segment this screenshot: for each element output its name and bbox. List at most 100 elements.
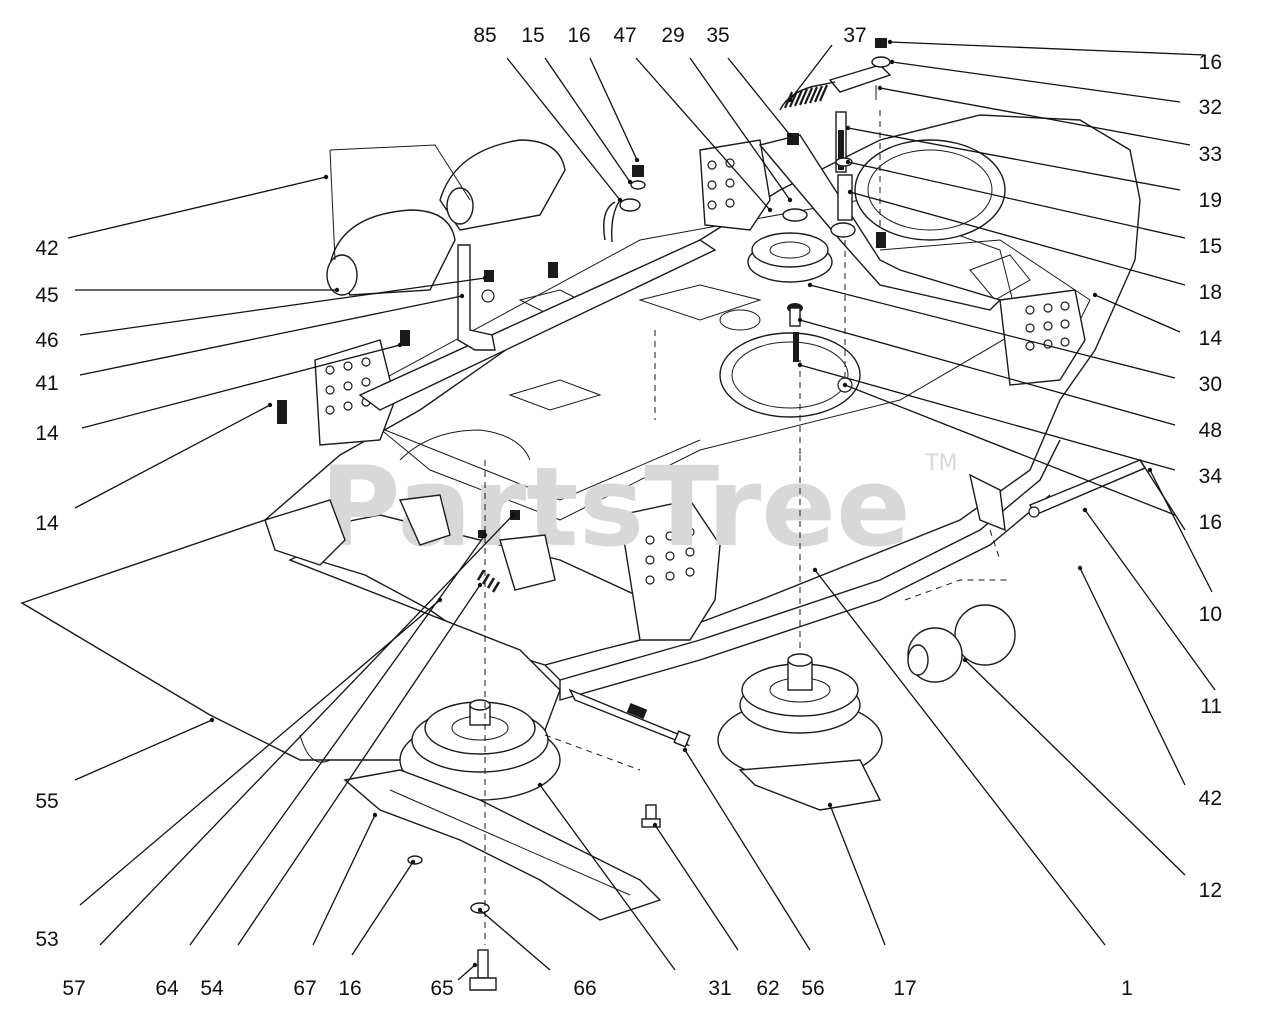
callout-leader-line (879, 87, 1191, 146)
part-number-label[interactable]: 16 (567, 24, 590, 47)
part-number-label[interactable]: 18 (1199, 281, 1222, 304)
part-number-label[interactable]: 53 (35, 928, 58, 951)
part-number-label[interactable]: 34 (1199, 465, 1223, 488)
part-number-label[interactable]: 32 (1199, 96, 1222, 119)
callout-leader-line (964, 659, 1186, 876)
callout-leader-tip (209, 717, 215, 723)
part-number-label[interactable]: 64 (155, 977, 179, 1000)
callout-leader-tip (459, 293, 465, 299)
callout-leader-line (1094, 294, 1181, 333)
callout-leader-tip (1092, 292, 1098, 298)
callout-leader-tip (634, 157, 640, 163)
part-number-label[interactable]: 42 (35, 237, 58, 260)
part-number-label[interactable]: 85 (473, 24, 496, 47)
callout-leader-line (889, 41, 1206, 56)
callout-leader-line (635, 57, 771, 211)
callout-leader-tip (877, 85, 883, 91)
callout-leader-line (589, 57, 638, 161)
callout-leader-line (79, 277, 486, 336)
callout-leader-line (809, 284, 1176, 379)
watermark-trademark: TM (924, 451, 957, 476)
part-number-label[interactable]: 41 (35, 372, 58, 395)
callout-leader-tip (510, 512, 516, 518)
callout-leader-tip (1147, 467, 1153, 473)
part-number-label[interactable]: 65 (430, 977, 453, 1000)
part-number-label[interactable]: 19 (1199, 189, 1222, 212)
part-number-label[interactable]: 14 (35, 422, 59, 445)
part-number-label[interactable]: 17 (893, 977, 916, 1000)
part-number-label[interactable]: 46 (35, 329, 58, 352)
callout-leader-line (727, 57, 791, 136)
callout-leader-tip (472, 962, 478, 968)
part-number-label[interactable]: 14 (1199, 327, 1223, 350)
part-number-label[interactable]: 47 (613, 24, 636, 47)
callout-leader-tip (537, 782, 543, 788)
part-number-label[interactable]: 16 (338, 977, 361, 1000)
spindle-pulley-left (399, 699, 561, 801)
callout-leader-tip (797, 362, 803, 368)
part-number-label[interactable]: 35 (706, 24, 729, 47)
part-number-label[interactable]: 11 (1200, 695, 1222, 718)
callout-leader-line (457, 964, 476, 981)
callout-leader-line (237, 584, 481, 946)
part-number-label[interactable]: 1 (1121, 977, 1133, 1000)
callout-leader-tip (767, 207, 773, 213)
part-number-label[interactable]: 57 (62, 977, 85, 1000)
part-number-label[interactable]: 14 (35, 512, 59, 535)
callout-leader-tip (334, 287, 340, 293)
callout-leader-tip (847, 189, 853, 195)
callout-leader-line (684, 749, 811, 951)
callout-leader-line (67, 176, 327, 239)
callout-leader-tip (397, 342, 403, 348)
part-number-label[interactable]: 29 (661, 24, 684, 47)
callout-leader-line (1149, 469, 1213, 593)
callout-leader-tip (787, 197, 793, 203)
callout-leader-line (544, 57, 631, 183)
part-number-label[interactable]: 55 (35, 790, 58, 813)
deck-housing (263, 114, 1141, 701)
callout-leader-line (506, 57, 621, 201)
mower-blade (343, 769, 662, 921)
spindle-pulley-right (717, 653, 883, 811)
part-number-label[interactable]: 15 (1199, 235, 1222, 258)
callout-leader-line (829, 804, 886, 946)
callout-leader-tip (482, 275, 488, 281)
part-number-label[interactable]: 45 (35, 284, 58, 307)
callout-leader-line (74, 719, 213, 781)
callout-leader-tip (410, 859, 416, 865)
callout-leader-tip (812, 567, 818, 573)
callout-leader-tip (787, 132, 793, 138)
part-number-label[interactable]: 16 (1199, 51, 1222, 74)
part-number-label[interactable]: 56 (801, 977, 824, 1000)
part-number-label[interactable]: 16 (1199, 511, 1222, 534)
callout-leader-tip (652, 822, 658, 828)
callout-leader-tip (962, 657, 968, 663)
callout-leader-tip (627, 179, 633, 185)
part-number-label[interactable]: 12 (1199, 879, 1222, 902)
callout-leader-tip (787, 97, 793, 103)
part-number-label[interactable]: 67 (293, 977, 316, 1000)
callout-leader-tip (845, 125, 851, 131)
part-number-label[interactable]: 30 (1199, 373, 1222, 396)
part-number-label[interactable]: 33 (1199, 143, 1222, 166)
callout-leader-line (891, 61, 1181, 103)
callout-leader-line (689, 57, 791, 201)
part-number-label[interactable]: 37 (843, 24, 866, 47)
callout-leader-line (312, 814, 376, 946)
part-number-label[interactable]: 31 (708, 977, 731, 1000)
idler-assembly (758, 38, 1002, 311)
callout-leader-line (81, 344, 401, 429)
part-number-label[interactable]: 15 (521, 24, 544, 47)
part-number-label[interactable]: 66 (573, 977, 596, 1000)
callout-leader-tip (482, 532, 488, 538)
part-number-label[interactable]: 48 (1199, 419, 1222, 442)
callout-leader-line (849, 191, 1186, 286)
callout-leader-line (79, 599, 441, 906)
part-number-label[interactable]: 54 (200, 977, 224, 1000)
part-number-label[interactable]: 42 (1199, 787, 1222, 810)
part-number-label[interactable]: 10 (1199, 603, 1222, 626)
callout-leader-line (847, 161, 1186, 239)
part-number-label[interactable]: 62 (756, 977, 779, 1000)
